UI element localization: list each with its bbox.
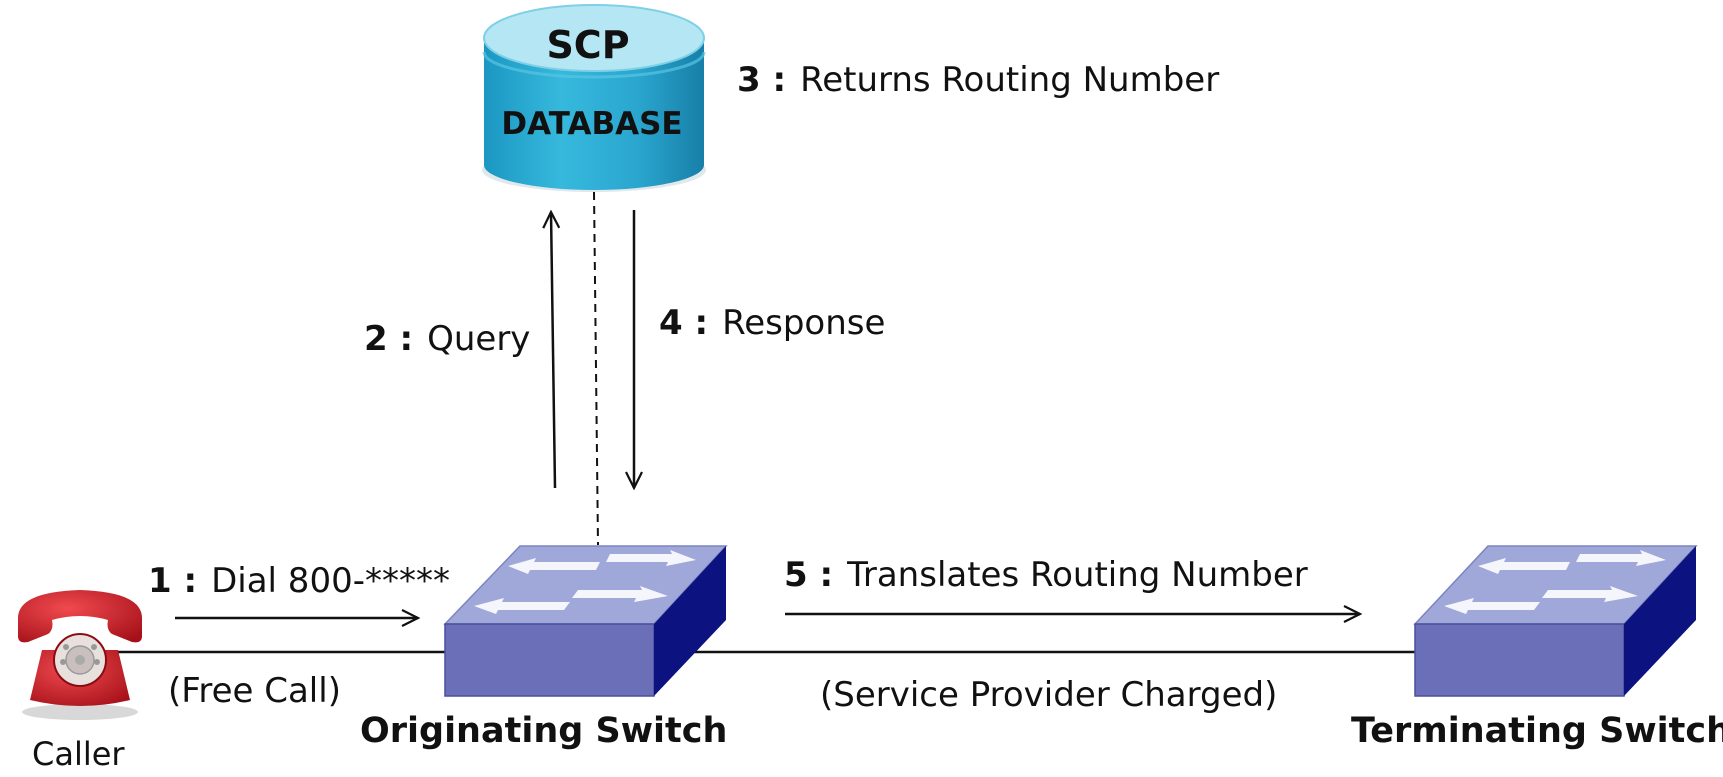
step-3-number: 3 : <box>737 60 787 100</box>
step-5-label: 5 : Translates Routing Number <box>784 558 1308 592</box>
database-cylinder-icon: SCP DATABASE <box>482 4 706 192</box>
step-5-number: 5 : <box>784 555 834 595</box>
step-4-number: 4 : <box>659 303 709 343</box>
step-1-text: Dial 800-***** <box>211 561 450 601</box>
telephone-icon <box>18 590 142 720</box>
step-2-label: 2 : Query <box>364 322 530 356</box>
step-4-text: Response <box>722 303 886 343</box>
terminating-switch-label: Terminating Switch <box>1351 711 1723 751</box>
originating-switch-icon <box>443 545 728 697</box>
database-label-scp: SCP <box>546 23 629 67</box>
step-2-text: Query <box>427 319 531 359</box>
step-3-text: Returns Routing Number <box>800 60 1220 100</box>
step-4-label: 4 : Response <box>659 306 885 340</box>
free-call-note: (Free Call) <box>168 671 341 711</box>
query-arrow <box>551 212 555 489</box>
step-1-label: 1 : Dial 800-***** <box>148 564 450 598</box>
originating-switch-label: Originating Switch <box>360 711 728 751</box>
terminating-switch-icon <box>1413 545 1698 697</box>
provider-charged-note: (Service Provider Charged) <box>820 675 1278 715</box>
caller-label: Caller <box>32 735 125 773</box>
database-label-database: DATABASE <box>501 106 682 142</box>
step-2-number: 2 : <box>364 319 414 359</box>
step-1-number: 1 : <box>148 561 198 601</box>
signaling-dashed-line <box>593 191 599 546</box>
step-5-text: Translates Routing Number <box>847 555 1308 595</box>
step-3-label: 3 : Returns Routing Number <box>737 63 1219 97</box>
